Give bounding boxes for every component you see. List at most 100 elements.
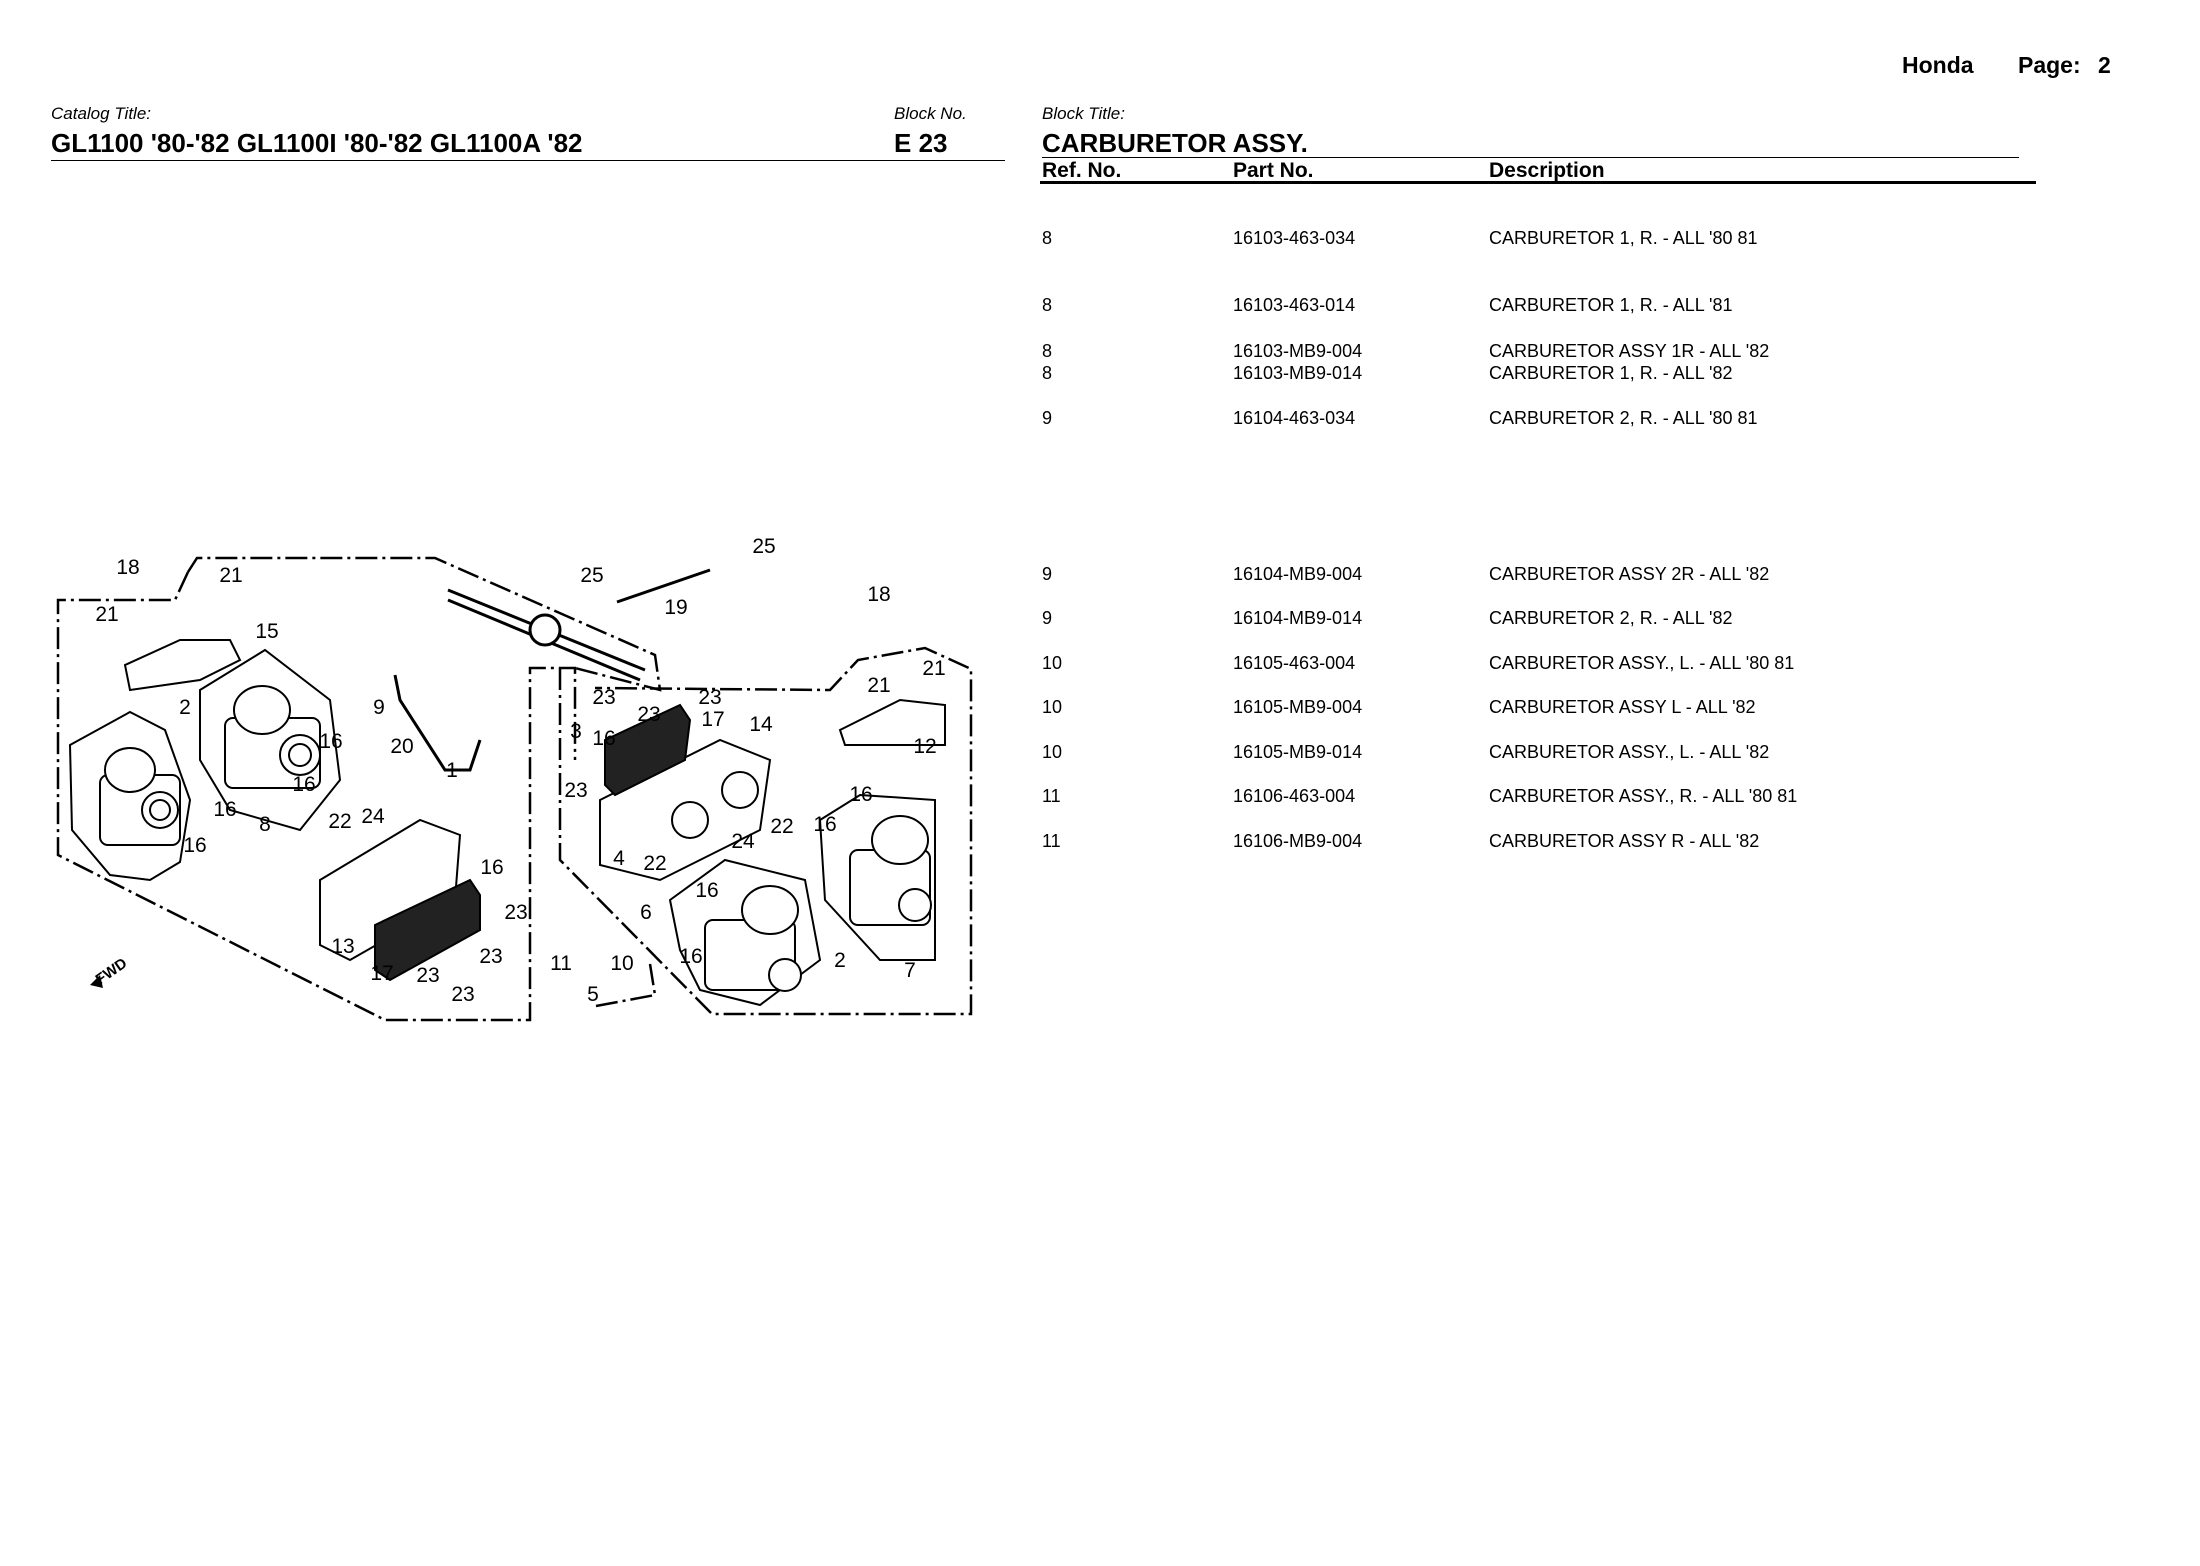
description-cell: CARBURETOR 2, R. - ALL '82 <box>1489 608 1733 628</box>
callout-label: 5 <box>587 983 599 1006</box>
callout-label: 23 <box>592 686 615 709</box>
callout-label: 16 <box>319 730 342 753</box>
callout-label: 9 <box>373 696 385 719</box>
catalog-title: GL1100 '80-'82 GL1100I '80-'82 GL1100A '… <box>51 128 583 158</box>
part-no-cell: 16105-MB9-004 <box>1233 697 1363 717</box>
part-no-cell: 16103-463-014 <box>1233 295 1356 315</box>
callout-label: 18 <box>867 583 890 606</box>
callout-label: 22 <box>643 852 666 875</box>
part-no-cell: 16106-MB9-004 <box>1233 831 1363 851</box>
callout-label: 25 <box>580 564 603 587</box>
column-header-rule <box>1040 181 2036 184</box>
callout-label: 2 <box>834 949 846 972</box>
description-cell: CARBURETOR 1, R. - ALL '82 <box>1489 363 1733 383</box>
callout-label: 7 <box>904 959 916 982</box>
ref-no-cell: 9 <box>1042 408 1053 428</box>
callout-label: 23 <box>564 779 587 802</box>
group-outlines <box>56 556 973 1022</box>
callout-label: 25 <box>752 535 775 558</box>
callout-label: 4 <box>613 847 625 870</box>
page-number: 2 <box>2098 52 2111 78</box>
callout-label: 23 <box>698 686 721 709</box>
description-cell: CARBURETOR ASSY 2R - ALL '82 <box>1489 564 1770 584</box>
callout-label: 24 <box>361 805 385 828</box>
callout-label: 13 <box>331 935 354 958</box>
callout-label: 18 <box>116 556 139 579</box>
ref-no-cell: 10 <box>1042 742 1063 762</box>
block-title: CARBURETOR ASSY. <box>1042 128 1308 158</box>
callout-label: 16 <box>813 813 836 836</box>
callout-label: 23 <box>637 703 660 726</box>
callout-label: 24 <box>731 830 755 853</box>
callout-label: 15 <box>255 620 278 643</box>
part-no-cell: 16105-463-004 <box>1233 653 1356 673</box>
callout-label: 21 <box>867 674 890 697</box>
part-no-cell: 16103-MB9-004 <box>1233 341 1363 361</box>
block-no-label: Block No. <box>894 104 967 123</box>
callout-label: 16 <box>213 798 236 821</box>
callout-label: 8 <box>259 813 271 836</box>
block-title-label: Block Title: <box>1042 104 1125 123</box>
throttle-shaft <box>393 568 711 772</box>
description-cell: CARBURETOR 1, R. - ALL '81 <box>1489 295 1733 315</box>
ref-no-cell: 8 <box>1042 341 1053 361</box>
callout-label: 22 <box>328 810 351 833</box>
description-cell: CARBURETOR ASSY., L. - ALL '82 <box>1489 742 1770 762</box>
catalog-title-rule <box>51 160 1005 161</box>
part-no-cell: 16106-463-004 <box>1233 786 1356 806</box>
carburetor-8-drawing <box>99 747 181 846</box>
fwd-label: FWD <box>93 955 131 989</box>
callout-label: 1 <box>446 759 458 782</box>
callout-label: 16 <box>695 879 718 902</box>
callout-label: 6 <box>640 901 652 924</box>
ref-no-cell: 9 <box>1042 564 1053 584</box>
column-header-ref: Ref. No. <box>1042 159 1122 182</box>
column-header-description: Description <box>1489 159 1605 182</box>
callout-label: 3 <box>570 720 582 743</box>
ref-no-cell: 8 <box>1042 228 1053 248</box>
callout-label: 16 <box>183 834 206 857</box>
callout-label: 19 <box>664 596 687 619</box>
ref-no-cell: 11 <box>1042 786 1061 806</box>
description-cell: CARBURETOR ASSY L - ALL '82 <box>1489 697 1756 717</box>
carburetor-6-drawing <box>704 885 802 992</box>
callout-label: 17 <box>701 708 724 731</box>
callout-label: 21 <box>922 657 945 680</box>
part-no-cell: 16103-MB9-014 <box>1233 363 1363 383</box>
ref-no-cell: 8 <box>1042 295 1053 315</box>
description-cell: CARBURETOR 2, R. - ALL '80 81 <box>1489 408 1758 428</box>
part-no-cell: 16105-MB9-014 <box>1233 742 1363 762</box>
block-no-value: E 23 <box>894 128 948 158</box>
callout-label: 23 <box>416 964 439 987</box>
fwd-arrow-icon: FWD <box>90 955 131 989</box>
callout-label: 10 <box>610 952 633 975</box>
callout-label: 12 <box>913 735 936 758</box>
description-cell: CARBURETOR ASSY R - ALL '82 <box>1489 831 1760 851</box>
part-no-cell: 16104-MB9-004 <box>1233 564 1363 584</box>
column-header-part: Part No. <box>1233 159 1314 182</box>
part-no-cell: 16104-463-034 <box>1233 408 1356 428</box>
callout-label: 16 <box>849 783 872 806</box>
callout-label: 23 <box>451 983 474 1006</box>
callout-label: 16 <box>592 727 615 750</box>
ref-no-cell: 10 <box>1042 697 1063 717</box>
callout-label: 17 <box>370 962 393 985</box>
callout-label: 16 <box>679 945 702 968</box>
callout-label: 20 <box>390 735 413 758</box>
ref-no-cell: 8 <box>1042 363 1053 383</box>
callout-label: 16 <box>480 856 503 879</box>
callout-label: 11 <box>550 952 572 975</box>
part-no-cell: 16104-MB9-014 <box>1233 608 1363 628</box>
carburetor-7-drawing <box>849 815 932 926</box>
callout-label: 21 <box>219 564 242 587</box>
ref-no-cell: 9 <box>1042 608 1053 628</box>
callout-label: 16 <box>292 773 315 796</box>
carburetor-9-drawing <box>224 685 321 789</box>
callout-label: 22 <box>770 815 793 838</box>
callout-label: 2 <box>179 696 191 719</box>
catalog-title-label: Catalog Title: <box>51 104 152 123</box>
intake-manifold-left <box>319 818 481 982</box>
callout-label: 14 <box>749 713 773 736</box>
